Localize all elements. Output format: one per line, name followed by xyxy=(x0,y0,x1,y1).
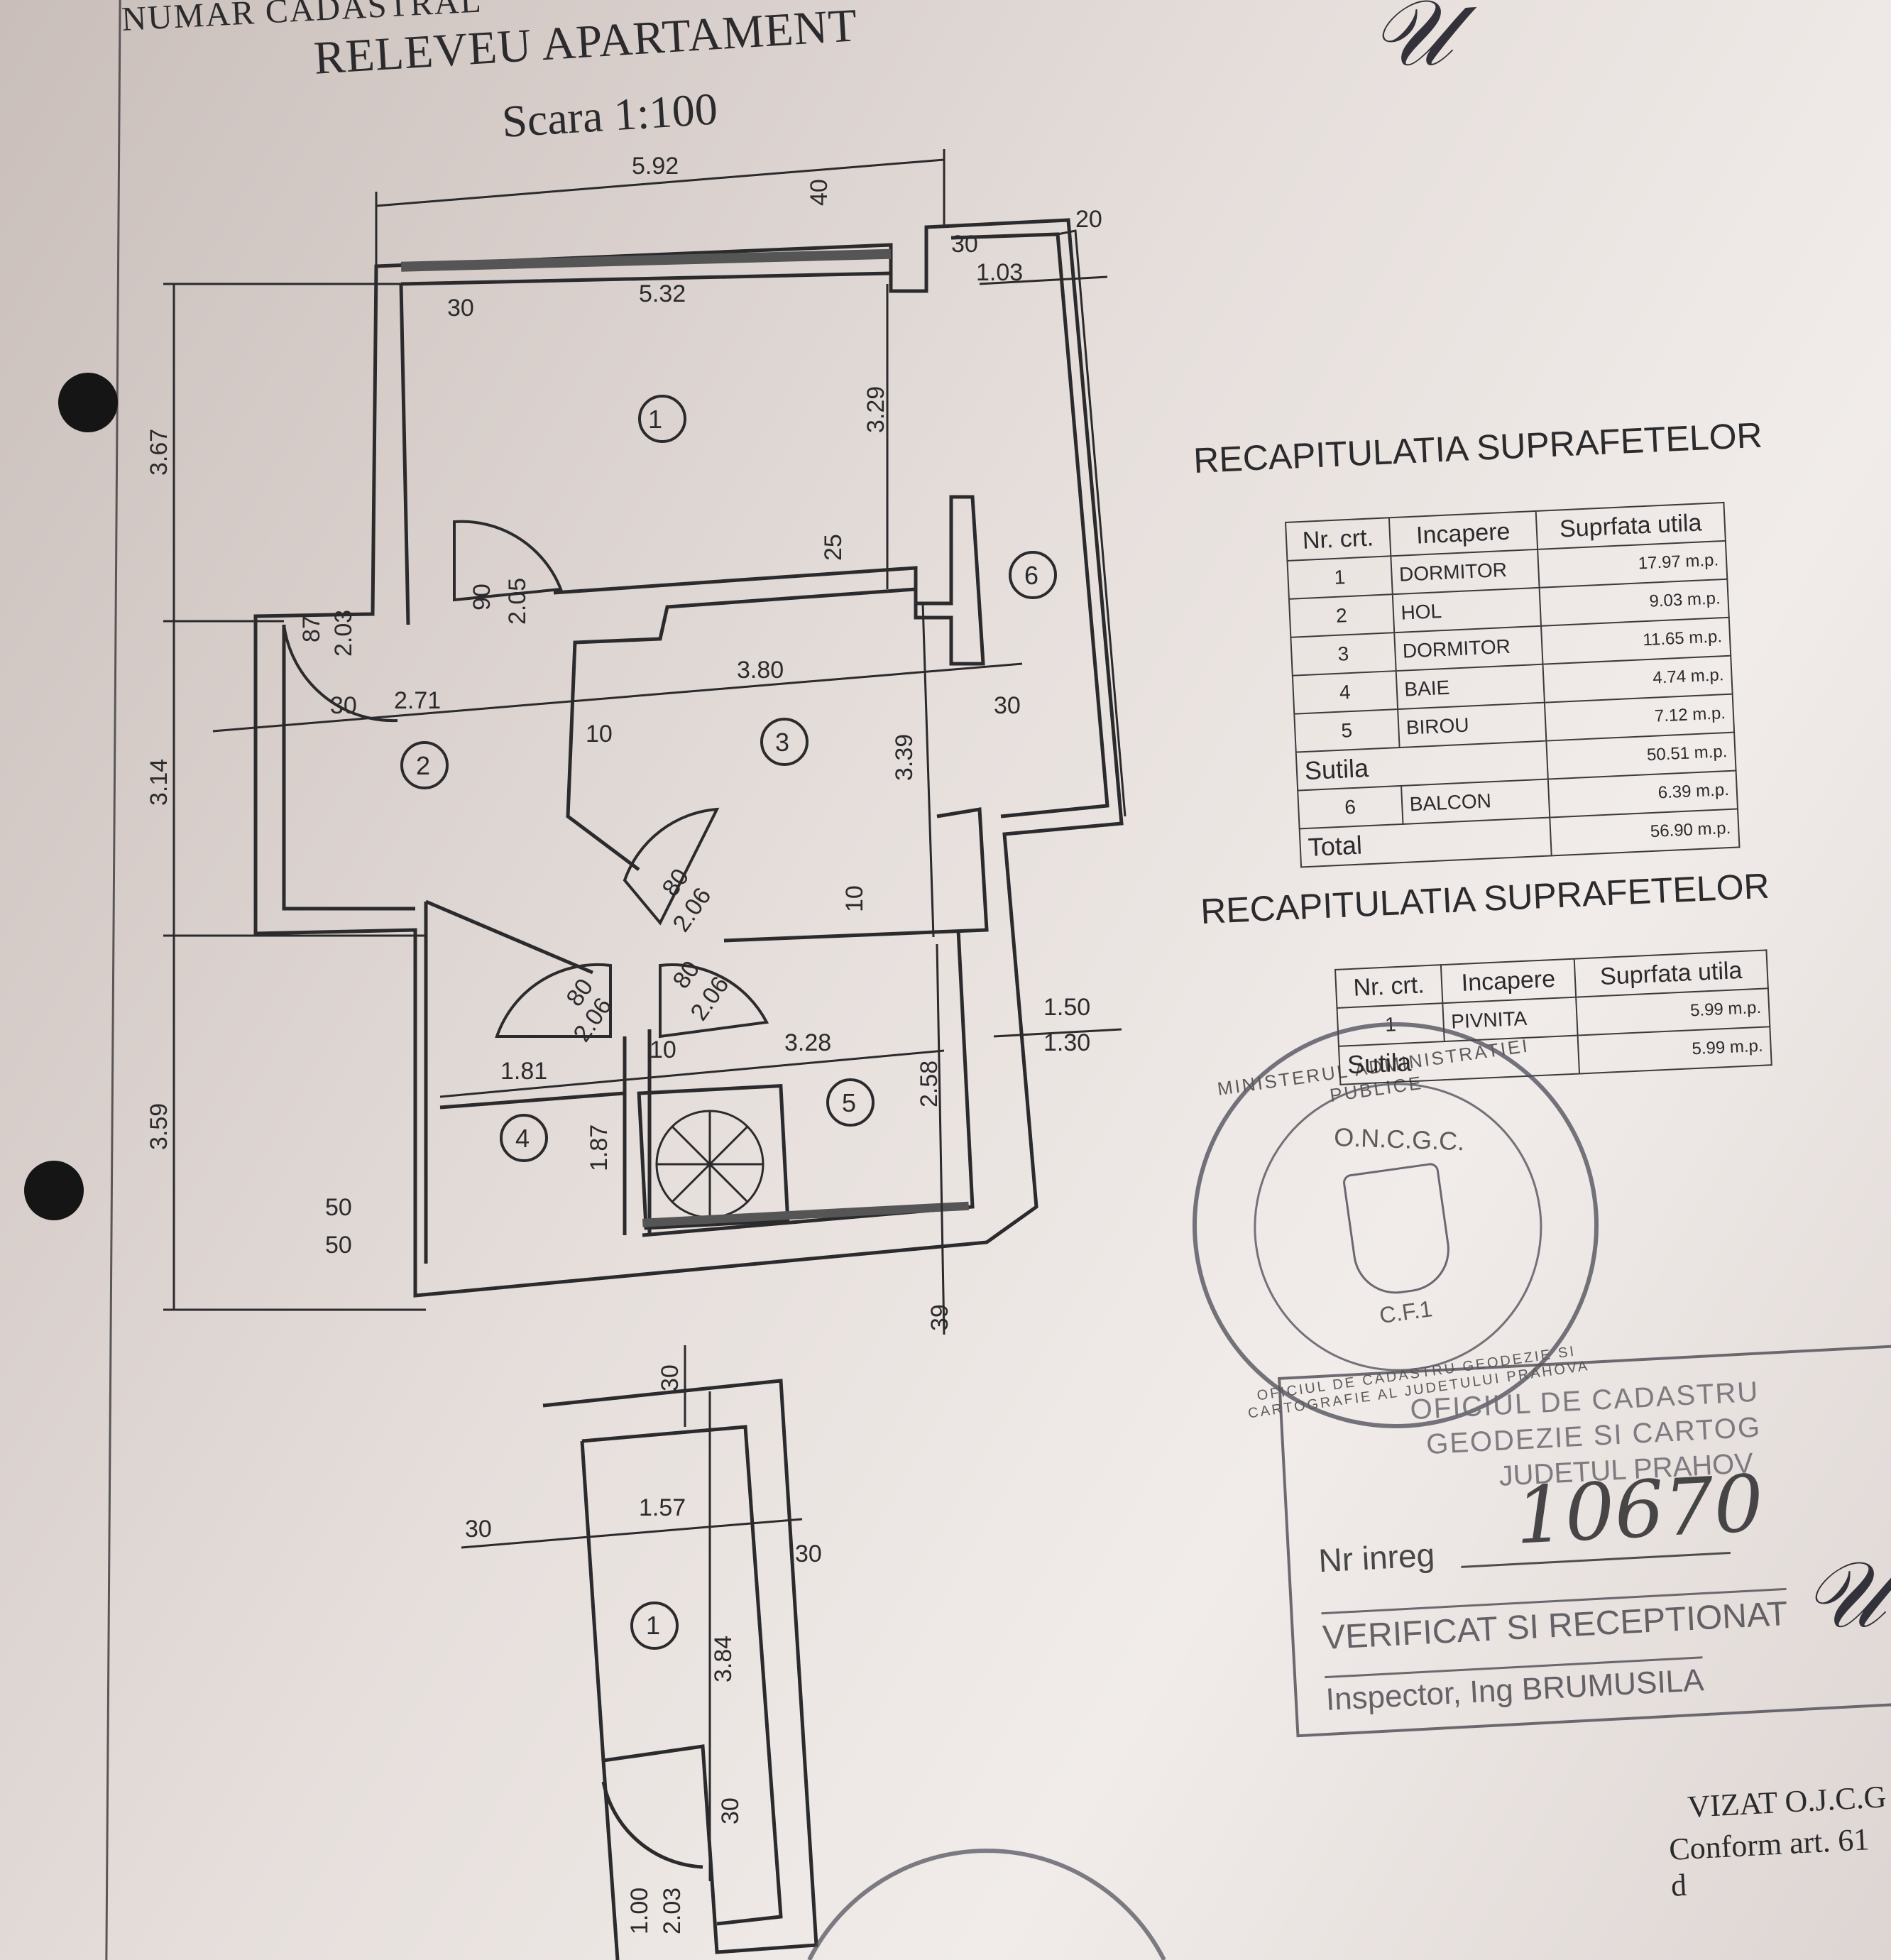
dim-window-h: 1.30 xyxy=(1043,1029,1090,1056)
dim-door-a: 90 xyxy=(468,584,495,611)
dim-height-left-mid: 3.14 xyxy=(146,759,172,806)
dim-wall-30d: 30 xyxy=(330,692,357,719)
door-arc-bureau xyxy=(659,963,769,1039)
dim-door-b: 87 xyxy=(298,615,325,642)
punch-hole-bottom xyxy=(24,1161,84,1220)
dim-room3-width: 3.80 xyxy=(737,657,784,684)
door-arc-room1 xyxy=(453,520,563,602)
cellar-dim-wall-left: 30 xyxy=(465,1516,492,1543)
balcony-rail xyxy=(1057,229,1127,817)
stair-box xyxy=(637,1084,790,1230)
cellar-dim-length: 3.84 xyxy=(710,1636,737,1682)
room-circle-3 xyxy=(760,718,809,766)
dimension-lines xyxy=(163,149,1122,1335)
dim-balcony-width: 1.03 xyxy=(976,259,1023,286)
cellar-dim-wall-30: 30 xyxy=(717,1797,744,1824)
room-number-3: 3 xyxy=(775,728,789,757)
left-wall xyxy=(282,283,415,911)
dim-wall-30b: 30 xyxy=(951,231,978,258)
room-number-6: 6 xyxy=(1024,561,1038,590)
room-number-2: 2 xyxy=(416,751,430,780)
dim-wall-40: 40 xyxy=(806,179,833,206)
outer-wall xyxy=(253,218,1124,1298)
room-circle-2 xyxy=(400,741,449,789)
bath-walls xyxy=(424,899,975,1264)
dim-room1-height: 3.29 xyxy=(862,386,889,433)
dim-hall-width: 2.71 xyxy=(394,687,441,714)
door-arc-hall xyxy=(283,624,398,723)
dim-wall-10c: 10 xyxy=(649,1036,676,1063)
cellar-room-circle xyxy=(630,1602,679,1650)
room-circle-5 xyxy=(826,1078,875,1127)
cellar-dim-width: 1.57 xyxy=(639,1494,686,1521)
dim-window-w: 1.50 xyxy=(1043,994,1090,1021)
room-number-4: 4 xyxy=(515,1124,530,1153)
dim-height-left-top: 3.67 xyxy=(146,429,172,476)
signature-top: 𝒰 xyxy=(1370,0,1454,87)
hatch-top xyxy=(400,248,892,272)
dim-wall-10b: 10 xyxy=(841,885,868,912)
room-circle-6 xyxy=(1009,551,1057,599)
dim-wall-25: 25 xyxy=(820,534,847,561)
dim-wall-30a: 30 xyxy=(447,295,474,322)
room-circle-4 xyxy=(500,1114,548,1162)
dim-door-a-h: 2.05 xyxy=(504,578,531,625)
dim-wall-20: 20 xyxy=(1075,206,1102,233)
cellar-dim-door-w: 1.00 xyxy=(626,1888,653,1934)
room1-south-wall xyxy=(553,495,985,871)
dim-overall-width: 5.92 xyxy=(632,153,679,180)
door-arc-room3 xyxy=(623,807,720,926)
dim-room3-height: 3.39 xyxy=(891,734,918,781)
dim-room5-width: 3.28 xyxy=(784,1029,831,1056)
inner-wall-line xyxy=(400,232,1109,819)
room3-east-wall xyxy=(723,807,989,943)
dim-inner-width: 5.32 xyxy=(639,280,686,307)
hatch-bottom xyxy=(642,1201,969,1227)
dim-wall-10a: 10 xyxy=(586,721,613,748)
dim-door-b-h: 2.03 xyxy=(330,610,357,657)
dim-win-small-w: 50 xyxy=(325,1194,352,1221)
dim-win-small-h: 50 xyxy=(325,1232,352,1259)
room-circle-1 xyxy=(638,395,686,443)
cellar-dim-door-h: 2.03 xyxy=(659,1888,686,1934)
cellar-inner-wall xyxy=(580,1425,783,1926)
door-arc-bath xyxy=(495,963,612,1038)
cellar-dim-wall-top: 30 xyxy=(657,1364,684,1391)
cellar-room-number: 1 xyxy=(646,1611,660,1640)
dim-room5-height: 2.58 xyxy=(916,1061,943,1107)
dim-wall-39: 39 xyxy=(926,1304,953,1331)
dim-wall-30c: 30 xyxy=(994,692,1021,719)
dim-bath-height: 1.87 xyxy=(586,1124,613,1171)
cellar-door-arc xyxy=(601,1781,703,1869)
dim-height-left-bottom: 3.59 xyxy=(146,1103,172,1150)
cellar-dimension-lines xyxy=(461,1345,803,1881)
cellar-dim-wall-right: 30 xyxy=(795,1540,822,1567)
room-number-1: 1 xyxy=(648,405,662,434)
room-number-5: 5 xyxy=(842,1088,856,1117)
dim-bath-width: 1.81 xyxy=(500,1058,547,1085)
punch-hole-top xyxy=(58,373,118,432)
signature-bottom: 𝒰 xyxy=(1803,1540,1887,1648)
